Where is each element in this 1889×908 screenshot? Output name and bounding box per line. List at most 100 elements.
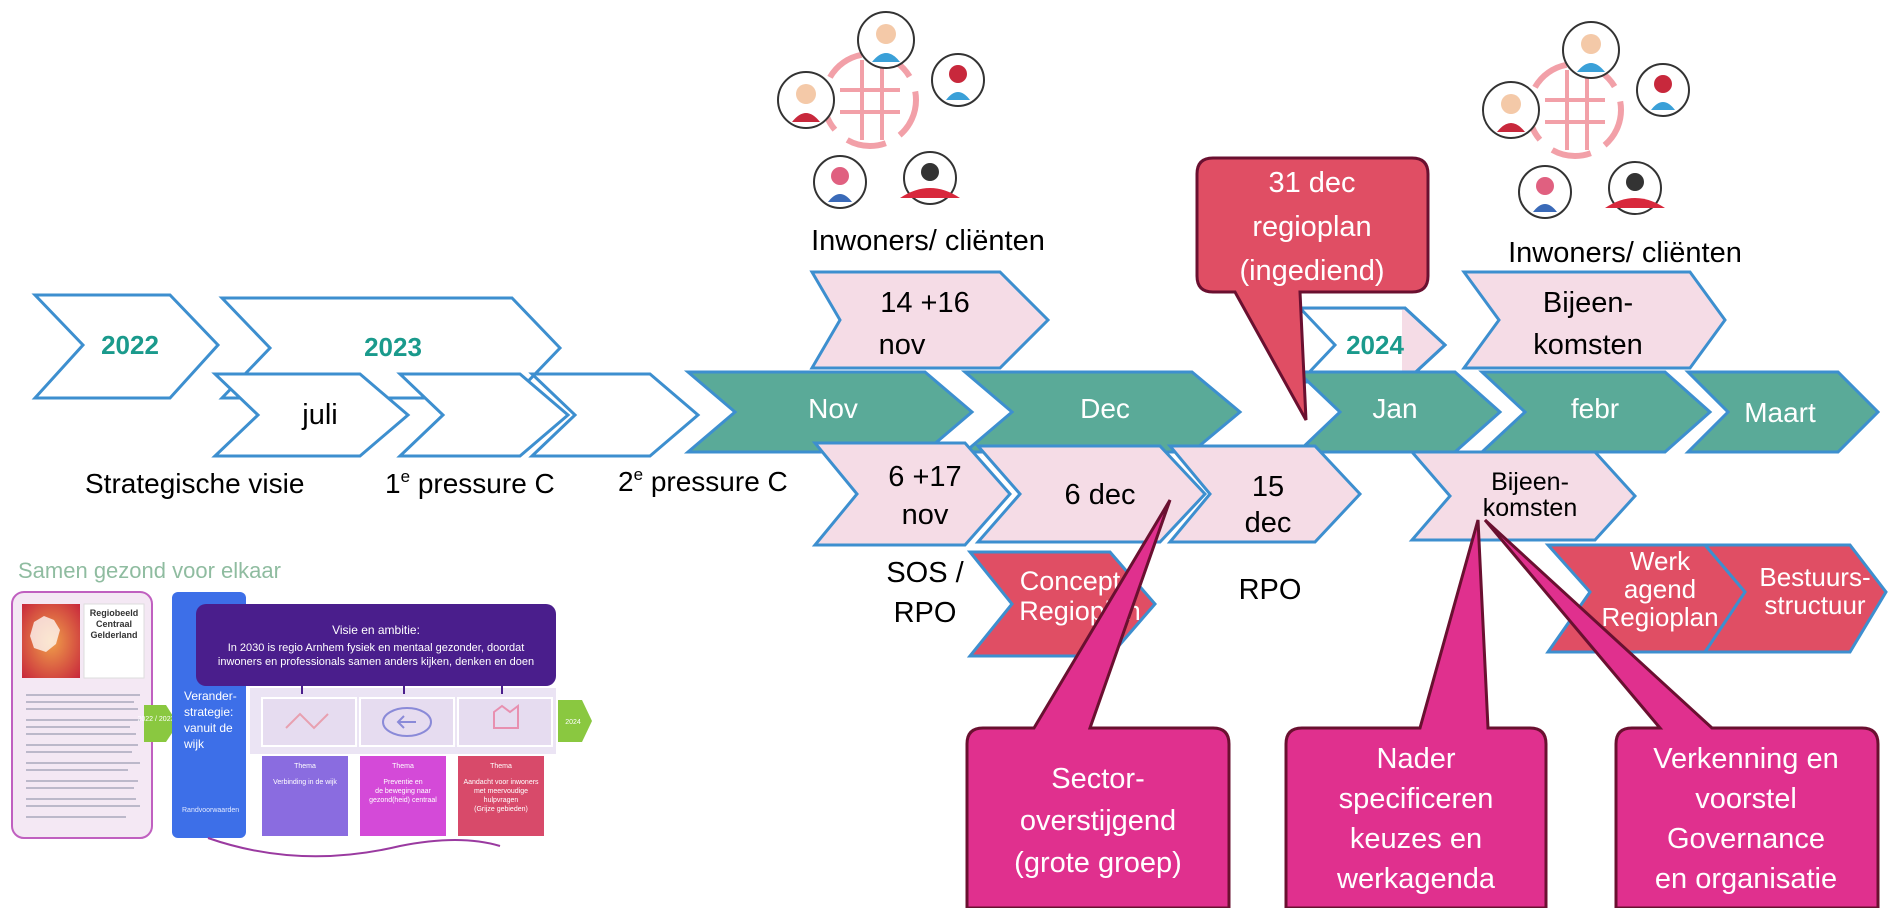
dec15-line1: 15: [1252, 471, 1284, 503]
bijeen-top-line1: Bijeen-: [1543, 287, 1633, 319]
month-jan-label: Jan: [1372, 393, 1417, 424]
regioplan-line3: (ingediend): [1239, 255, 1384, 287]
sector-line3: (grote groep): [1014, 847, 1182, 879]
verander-line4: wijk: [183, 737, 205, 751]
bestuurs-line1: Bestuurs-: [1759, 562, 1870, 592]
month-febr-label: febr: [1571, 393, 1619, 424]
strategy-thumbnail: Samen gezond voor elkaar Regiobeeld Cent…: [11, 558, 592, 858]
thema3-body-3: hulpvragen: [484, 797, 519, 804]
pressure2-label: 2e pressure C: [618, 465, 788, 497]
juli-label: juli: [301, 399, 337, 431]
nov-bottom-line2: nov: [902, 499, 949, 531]
rpo-left-label: RPO: [894, 597, 957, 629]
year-2022-label: 2022: [101, 330, 159, 360]
nov-bottom-line1: 6 +17: [888, 461, 961, 493]
document-bullet-lines: [26, 694, 140, 818]
verander-line1: Verander-: [184, 689, 237, 703]
thema2-body-1: Preventie en: [383, 779, 422, 786]
month-dec-label: Dec: [1080, 393, 1130, 424]
arrow-right-label: 2024: [565, 719, 581, 726]
month-febr-chevron: [1478, 370, 1713, 454]
month-maart-chevron: [1684, 370, 1881, 454]
arrow-cycle-icon: [382, 707, 432, 737]
thumbnail-title: Samen gezond voor elkaar: [18, 558, 281, 583]
doc-title-2: Centraal: [96, 619, 132, 629]
thema3-body-1: Aandacht voor inwoners: [463, 779, 539, 786]
randvoorwaarden-label: Randvoorwaarden: [182, 807, 239, 814]
verk-line1: Verkenning en: [1653, 743, 1838, 775]
dec6-label: 6 dec: [1065, 479, 1136, 511]
nader-line3: keuzes en: [1350, 823, 1482, 855]
sector-line1: Sector-: [1051, 763, 1144, 795]
bestuurs-line2: structuur: [1764, 590, 1865, 620]
werk-line3: Regioplan: [1601, 602, 1718, 632]
sos-label: SOS /: [886, 557, 964, 589]
nader-line2: specificeren: [1339, 783, 1494, 815]
fist-icon: [493, 704, 519, 729]
pressure2-chevron: [528, 372, 701, 458]
connector-curve: [207, 837, 501, 858]
thema1-body: Verbinding in de wijk: [273, 779, 337, 786]
month-maart-label: Maart: [1744, 397, 1816, 428]
nader-line1: Nader: [1377, 743, 1456, 775]
bijeenkomsten-top-event: [1461, 270, 1727, 370]
dec15-line2: dec: [1245, 507, 1292, 539]
visie-box: [196, 604, 556, 686]
nader-line4: werkagenda: [1336, 863, 1496, 895]
verander-line2: strategie:: [184, 705, 233, 719]
thema1-box: [262, 756, 348, 836]
year-2023-label: 2023: [364, 332, 422, 362]
concept-line1: Concept: [1020, 566, 1121, 596]
werk-line1: Werk: [1630, 546, 1691, 576]
thema3-box: [458, 756, 544, 836]
verk-line3: Governance: [1667, 823, 1825, 855]
bijeen-bottom-line2: komsten: [1483, 494, 1577, 522]
rpo-right-label: RPO: [1239, 574, 1302, 606]
inwoners-label-2: Inwoners/ cliënten: [1508, 237, 1742, 269]
netherlands-map-icon: [30, 616, 60, 652]
thema1-head: Thema: [294, 763, 316, 770]
nov-bottom-event: [811, 441, 1013, 547]
thema2-body-2: de beweging naar: [375, 788, 431, 795]
thema3-head: Thema: [490, 763, 512, 770]
year-2022-chevron: [31, 293, 221, 400]
pressure1-chevron: [396, 372, 571, 458]
month-nov-label: Nov: [808, 393, 858, 424]
visie-line2: inwoners en professionals samen anders k…: [218, 656, 534, 668]
visie-title: Visie en ambitie:: [332, 623, 420, 637]
werk-line2: agend: [1624, 574, 1696, 604]
verander-line3: vanuit de: [184, 721, 233, 735]
inwoners-label-1: Inwoners/ cliënten: [811, 225, 1045, 257]
nov-top-event: [809, 270, 1051, 370]
nov-top-line2: nov: [879, 329, 926, 361]
verk-line4: en organisatie: [1655, 863, 1837, 895]
year-2024-label: 2024: [1346, 330, 1404, 360]
dec6-event: [974, 444, 1208, 544]
thema3-body-4: (Grijze gebieden): [474, 806, 528, 813]
doc-title-1: Regiobeeld: [90, 608, 139, 618]
people-group-icon: [777, 11, 985, 209]
arrow-left-label: 2022 / 2023: [138, 716, 175, 723]
regioplan-line2: regioplan: [1252, 211, 1371, 243]
verkenning-callout: [1483, 518, 1880, 908]
thema2-box: [360, 756, 446, 836]
thema3-body-2: met meervoudige: [474, 788, 528, 795]
thema2-head: Thema: [392, 763, 414, 770]
doc-title-3: Gelderland: [90, 630, 137, 640]
arrow-2022-2023: [144, 705, 178, 742]
thema2-body-3: gezond(heid) centraal: [369, 797, 437, 804]
regioplan-line1: 31 dec: [1268, 167, 1355, 199]
network-icon: [285, 712, 329, 730]
nader-callout: [1284, 519, 1548, 908]
visie-line1: In 2030 is regio Arnhem fysiek en mentaa…: [228, 642, 525, 654]
sector-line2: overstijgend: [1020, 805, 1176, 837]
dec15-event: [1166, 444, 1363, 544]
bijeen-top-line2: komsten: [1533, 329, 1643, 361]
strategische-visie-label: Strategische visie: [85, 468, 304, 499]
juli-chevron: [211, 372, 411, 458]
nov-top-line1: 14 +16: [880, 287, 970, 319]
bijeenkomsten-bottom-event: [1408, 450, 1638, 542]
bijeen-bottom-line1: Bijeen-: [1491, 468, 1569, 496]
sector-callout: [965, 499, 1231, 908]
